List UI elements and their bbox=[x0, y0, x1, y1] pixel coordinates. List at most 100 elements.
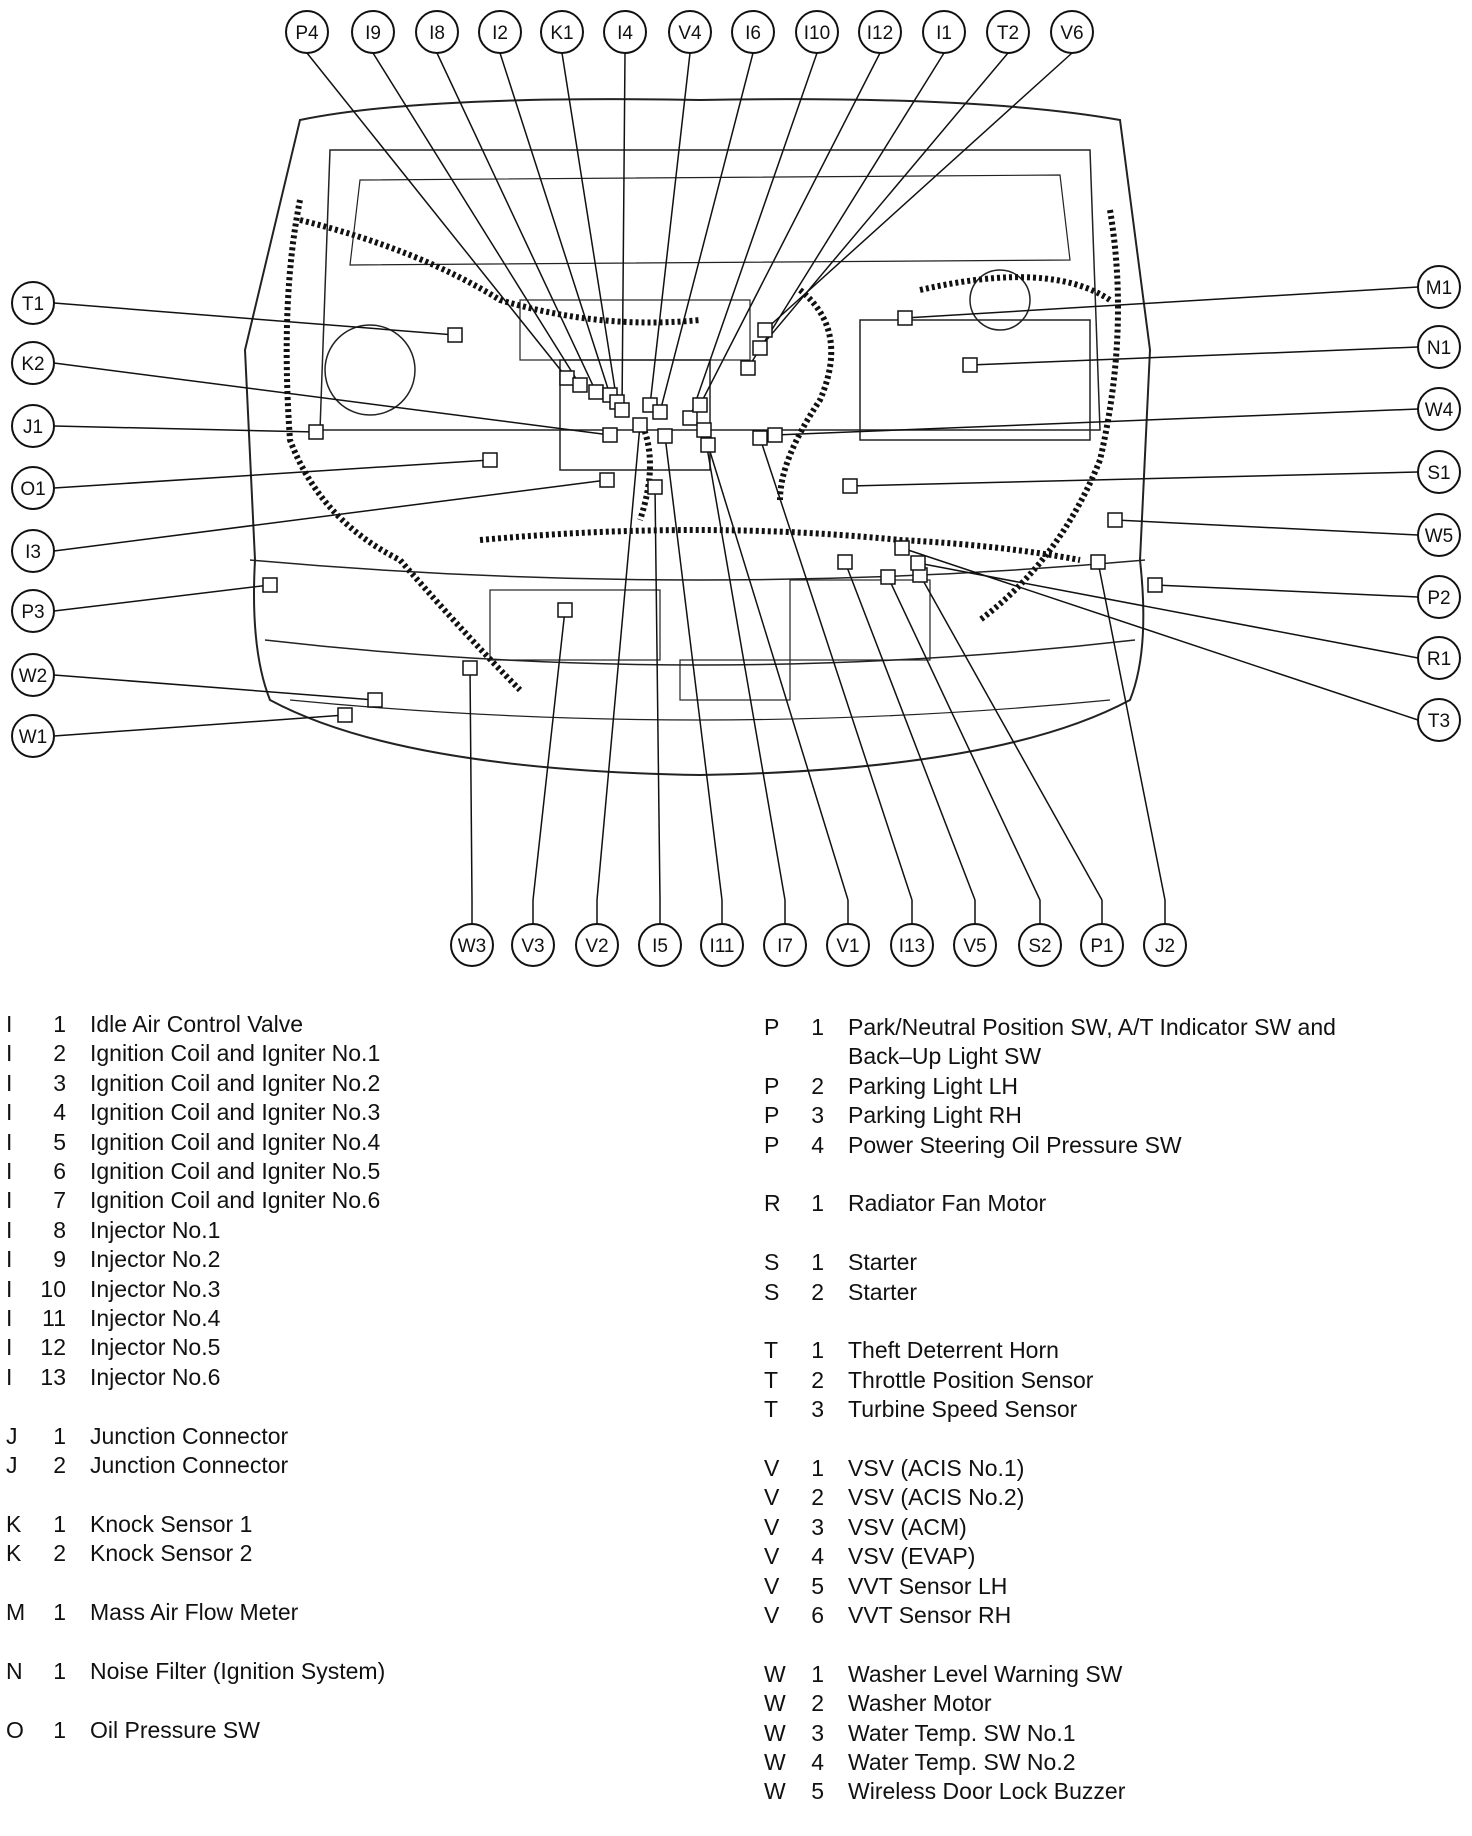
legend-item-description: Injector No.5 bbox=[90, 1334, 221, 1361]
legend-item-prefix: V bbox=[764, 1484, 780, 1511]
callout-p3: P3 bbox=[11, 589, 55, 633]
legend-item-number: 2 bbox=[811, 1072, 824, 1099]
callout-label: P2 bbox=[1427, 588, 1450, 609]
legend-item-prefix: P bbox=[764, 1014, 780, 1040]
callout-circle bbox=[1080, 923, 1124, 967]
callout-v1: V1 bbox=[826, 923, 870, 967]
leader-line bbox=[436, 52, 597, 393]
callout-circle bbox=[763, 923, 807, 967]
legend-item-number: 4 bbox=[811, 1749, 824, 1776]
callout-circle bbox=[858, 10, 902, 54]
leader-line bbox=[664, 435, 723, 901]
legend-item-description: VSV (ACIS No.1) bbox=[848, 1455, 1025, 1482]
callout-label: T1 bbox=[22, 294, 44, 315]
legend-item-number: 1 bbox=[811, 1660, 824, 1687]
legend-item-number: 4 bbox=[811, 1131, 824, 1158]
callout-circle bbox=[1417, 325, 1461, 369]
connector-marker bbox=[588, 384, 604, 400]
callout-v6: V6 bbox=[1050, 10, 1094, 54]
leader-line bbox=[53, 479, 608, 552]
callout-label: V5 bbox=[963, 936, 986, 957]
callout-label: W4 bbox=[1425, 400, 1454, 421]
legend-item-prefix: I bbox=[6, 1128, 13, 1155]
legend-item-number: 1 bbox=[53, 1716, 66, 1743]
legend-item-description: Idle Air Control Valve bbox=[90, 1011, 304, 1037]
callout-i4: I4 bbox=[603, 10, 647, 54]
callout-w2: W2 bbox=[11, 653, 55, 697]
callout-label: K2 bbox=[21, 354, 44, 375]
legend-item-number: 3 bbox=[811, 1396, 824, 1423]
legend-item-description: Back–Up Light SW bbox=[848, 1043, 1042, 1070]
leader-line bbox=[887, 576, 1041, 901]
connector-marker bbox=[367, 692, 383, 708]
leader-line bbox=[849, 471, 1419, 487]
legend-item-prefix: S bbox=[764, 1278, 780, 1305]
leader-line bbox=[499, 52, 611, 396]
callout-v4: V4 bbox=[668, 10, 712, 54]
legend-item-number: 3 bbox=[811, 1513, 824, 1540]
legend-item-description: Washer Level Warning SW bbox=[848, 1660, 1123, 1687]
legend-item-prefix: W bbox=[764, 1749, 786, 1776]
legend-item-prefix: K bbox=[6, 1540, 22, 1567]
legend-item-number: 1 bbox=[811, 1337, 824, 1364]
callout-circle bbox=[826, 923, 870, 967]
wire-harness bbox=[283, 199, 1121, 693]
legend-item-prefix: I bbox=[6, 1187, 13, 1214]
callout-label: S2 bbox=[1028, 936, 1051, 957]
callout-circle bbox=[415, 10, 459, 54]
connector-marker bbox=[1090, 554, 1106, 570]
leader-line bbox=[53, 674, 376, 701]
connector-marker bbox=[740, 360, 756, 376]
callout-i11: I11 bbox=[700, 923, 744, 967]
legend-item-prefix: O bbox=[6, 1716, 24, 1743]
legend-item-description: Injector No.2 bbox=[90, 1246, 221, 1273]
legend-item-number: 6 bbox=[811, 1602, 824, 1629]
callout-circle bbox=[638, 923, 682, 967]
connector-marker bbox=[572, 377, 588, 393]
callout-label: N1 bbox=[1427, 338, 1451, 359]
callout-circle bbox=[511, 923, 555, 967]
leader-line bbox=[649, 52, 691, 406]
callout-w1: W1 bbox=[11, 714, 55, 758]
legend-item-description: Water Temp. SW No.2 bbox=[848, 1749, 1076, 1776]
callout-circle bbox=[285, 10, 329, 54]
callout-circle bbox=[731, 10, 775, 54]
callout-k1: K1 bbox=[540, 10, 584, 54]
callout-label: T3 bbox=[1428, 711, 1450, 732]
legend-item-prefix: J bbox=[6, 1422, 18, 1449]
callout-label: I10 bbox=[804, 23, 830, 44]
leader-line bbox=[306, 52, 568, 379]
legend-item-prefix: W bbox=[764, 1690, 786, 1717]
legend-item-number: 12 bbox=[40, 1334, 66, 1361]
legend-item-number: 5 bbox=[811, 1778, 824, 1805]
legend-item-number: 3 bbox=[811, 1102, 824, 1129]
callout-v5: V5 bbox=[953, 923, 997, 967]
callout-i6: I6 bbox=[731, 10, 775, 54]
legend-item-description: Injector No.1 bbox=[90, 1216, 221, 1243]
legend-item-number: 2 bbox=[53, 1540, 66, 1567]
callout-circle bbox=[450, 923, 494, 967]
callout-label: W2 bbox=[19, 666, 48, 687]
connector-marker bbox=[692, 397, 708, 413]
leader-line bbox=[53, 714, 346, 737]
legend-item-number: 2 bbox=[53, 1040, 66, 1067]
legend-item-prefix: I bbox=[6, 1011, 13, 1037]
callout-label: V6 bbox=[1060, 23, 1083, 44]
callout-label: V4 bbox=[678, 23, 702, 44]
